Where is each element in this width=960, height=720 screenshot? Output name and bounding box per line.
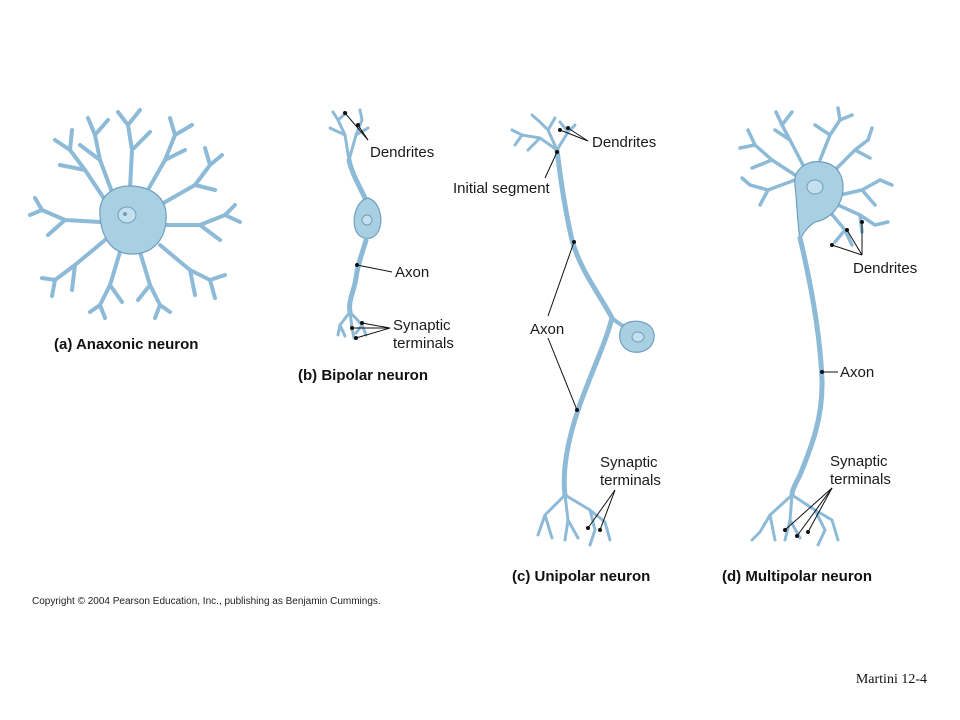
unipolar-nucleus [631,331,645,343]
unipolar-label-terminals: terminals [600,472,661,489]
bipolar-dendrite-trunk [346,157,371,208]
multipolar-neuron [738,106,894,547]
anaxonic-dendrites [28,108,242,320]
anaxonic-neuron [28,108,242,320]
unipolar-dendrites [510,113,577,152]
multipolar-soma [794,161,844,243]
multipolar-label-synaptic: Synaptic [830,453,888,470]
bipolar-synaptic-terminals [336,310,368,340]
unipolar-dendrites-leader [559,129,589,142]
anaxonic-nucleus [117,206,137,224]
bipolar-label-dendrites: Dendrites [370,144,434,161]
bipolar-neuron [328,108,393,340]
multipolar-label-axon: Axon [840,364,874,381]
unipolar-process [554,147,615,498]
unipolar-initial-segment-leader [544,151,558,179]
unipolar-axon-leader [547,241,575,317]
bipolar-dendrites-leader [344,112,369,141]
bipolar-caption: (b) Bipolar neuron [298,367,428,384]
unipolar-neuron [510,113,655,547]
unipolar-caption: (c) Unipolar neuron [512,568,650,585]
multipolar-nucleus [806,179,824,195]
multipolar-axon [789,235,825,498]
multipolar-dendrites-leader [831,244,863,256]
unipolar-label-synaptic: Synaptic [600,454,658,471]
anaxonic-caption: (a) Anaxonic neuron [54,336,198,353]
slide-credit: Martini 12-4 [856,672,927,687]
bipolar-label-terminals: terminals [393,335,454,352]
bipolar-label-synaptic: Synaptic [393,317,451,334]
bipolar-axon-leader [356,264,393,273]
multipolar-label-dendrites: Dendrites [853,260,917,277]
unipolar-label-dendrites: Dendrites [592,134,656,151]
multipolar-label-terminals: terminals [830,471,891,488]
unipolar-label-axon: Axon [530,321,564,338]
anaxonic-nucleolus [123,212,127,216]
copyright-notice: Copyright © 2004 Pearson Education, Inc.… [32,596,381,607]
unipolar-synaptic-terminals [536,493,612,547]
bipolar-label-axon: Axon [395,264,429,281]
bipolar-nucleus [361,214,373,226]
multipolar-synaptic-leader [784,487,833,531]
bipolar-axon [347,237,369,315]
multipolar-synaptic-terminals [750,493,840,547]
unipolar-synaptic-leader [587,489,616,529]
unipolar-label-initial-segment: Initial segment [453,180,551,197]
multipolar-caption: (d) Multipolar neuron [722,568,872,585]
